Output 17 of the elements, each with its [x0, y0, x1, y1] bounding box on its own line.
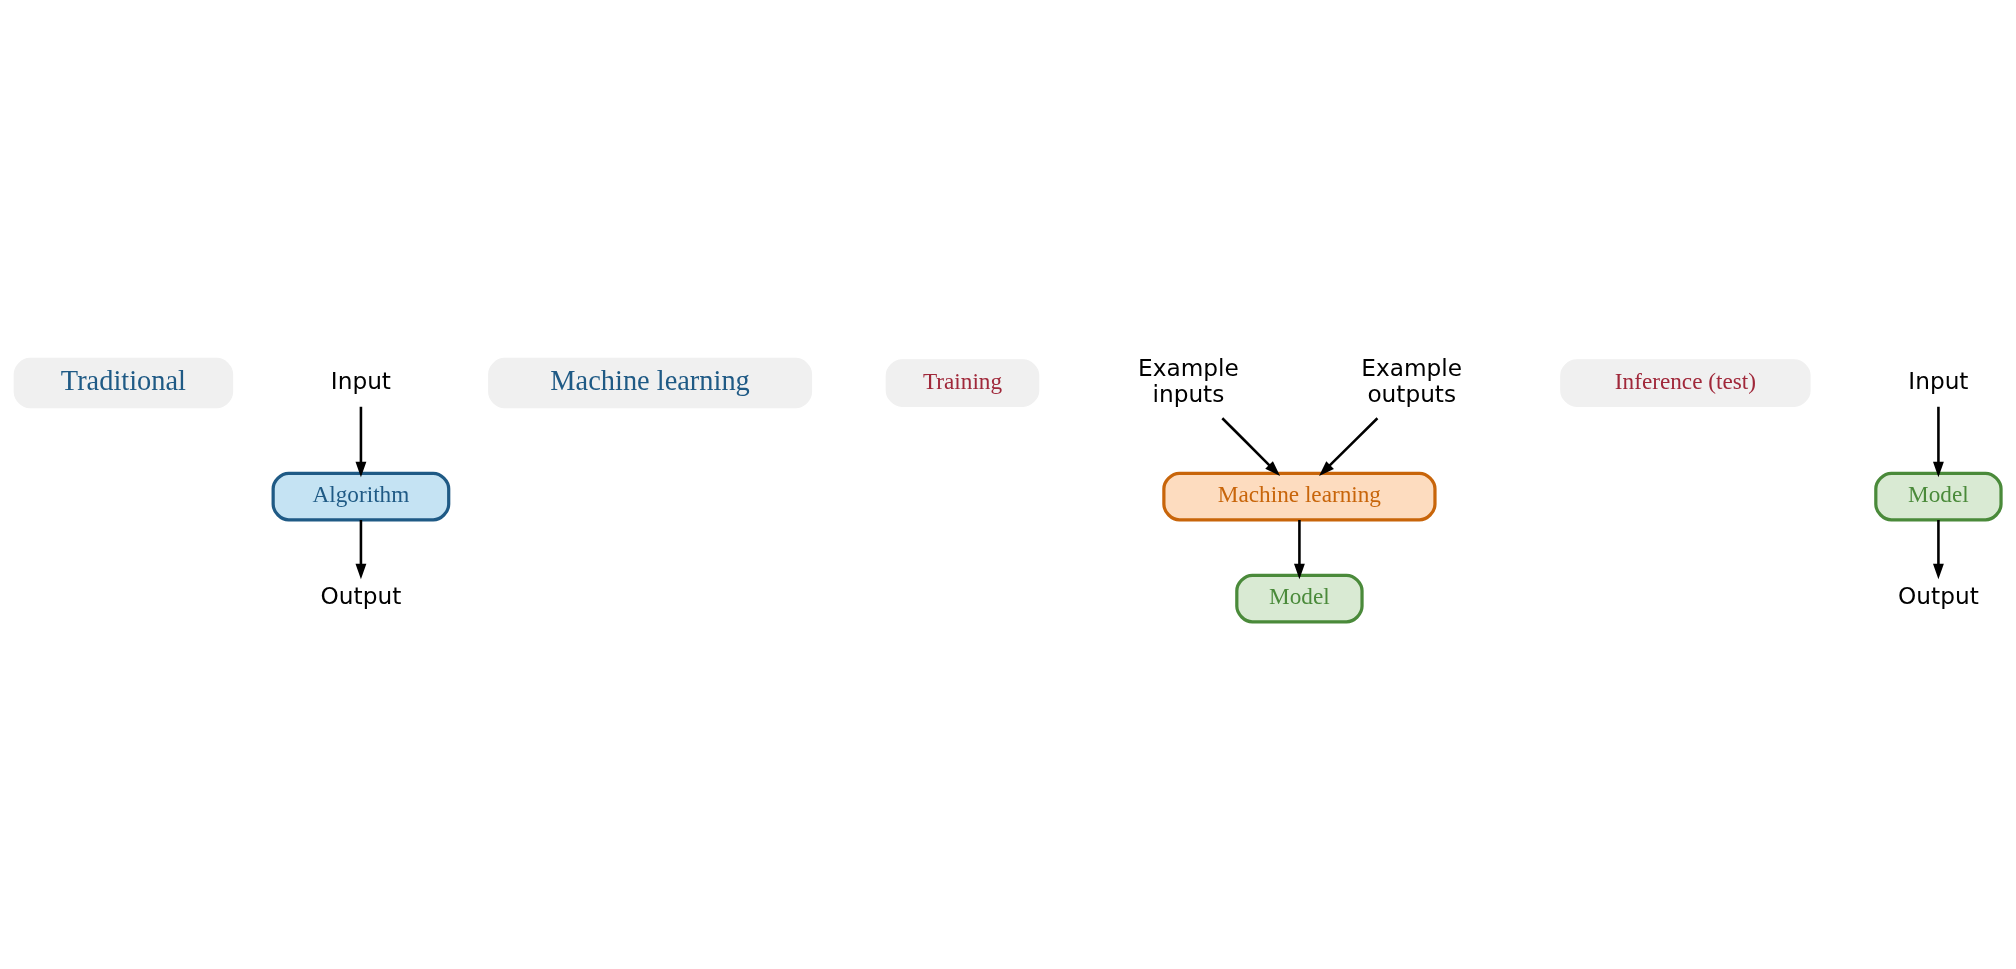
node-box: Algorithm [271, 471, 451, 521]
node-box: Model [1235, 573, 1364, 623]
node-text: Output [1898, 581, 1979, 609]
arrow [1933, 406, 1944, 477]
node-box: Machine learning [1162, 471, 1437, 521]
arrow [355, 406, 367, 477]
node-text: Input [1908, 366, 1969, 394]
arrow [1221, 416, 1281, 476]
node-text: Example inputs [1138, 353, 1239, 407]
arrow [1294, 519, 1305, 579]
node-text: Output [320, 581, 402, 609]
arrow [1319, 416, 1379, 476]
arrow [355, 519, 367, 579]
arrow [1933, 519, 1944, 579]
node-box: Model [1874, 471, 2003, 521]
node-text: Example outputs [1361, 353, 1463, 407]
node-text: Input [330, 366, 391, 394]
